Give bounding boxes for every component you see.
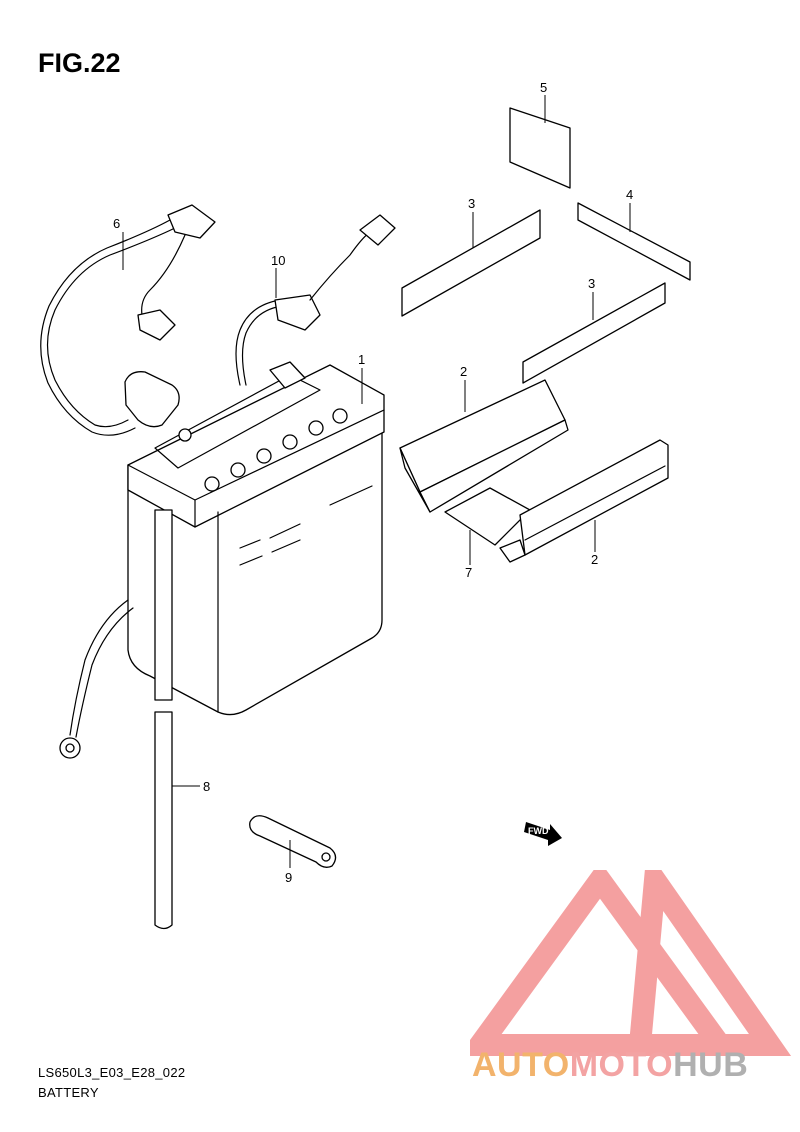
- part-4-pad: 4: [577, 187, 691, 281]
- part-3-pad-upper: 3: [401, 196, 541, 317]
- part-3-pad-lower: 3: [522, 276, 666, 384]
- diagram-code: LS650L3_E03_E28_022: [38, 1065, 186, 1080]
- callout-2a: 2: [460, 364, 467, 379]
- watermark-auto: AUTO: [472, 1046, 570, 1084]
- callout-3b: 3: [588, 276, 595, 291]
- part-10-lead: 6: [40, 204, 216, 436]
- callout-5: 7: [465, 565, 472, 580]
- callout-10: 6: [113, 216, 120, 231]
- part-8-strap: 9: [249, 815, 337, 885]
- part-6-pad: 5: [509, 80, 571, 189]
- watermark-moto: MOTO: [569, 1046, 674, 1084]
- automotohub-logo-icon: [470, 870, 792, 1056]
- diagram-caption: BATTERY: [38, 1085, 99, 1100]
- callout-7: 8: [203, 779, 210, 794]
- callout-2b: 2: [591, 552, 598, 567]
- watermark-text: AUTOMOTOHUB: [472, 1046, 748, 1085]
- part-1-battery: 1: [127, 352, 385, 716]
- callout-6: 5: [540, 80, 547, 95]
- negative-cable: [59, 599, 134, 759]
- callout-4: 4: [626, 187, 633, 202]
- figure-title: FIG.22: [38, 48, 121, 78]
- part-2-bracket-right: 2: [499, 439, 669, 567]
- callout-9: 10: [271, 253, 285, 268]
- part-7-tube: 8: [154, 509, 210, 930]
- fwd-label: FWD: [528, 826, 549, 836]
- watermark-hub: HUB: [673, 1046, 749, 1084]
- part-5-plate: 7: [444, 487, 531, 580]
- part-2-bracket-left: 2: [399, 364, 569, 513]
- callout-3a: 3: [468, 196, 475, 211]
- callout-1: 1: [358, 352, 365, 367]
- fwd-arrow-icon: FWD: [524, 822, 562, 846]
- callout-8: 9: [285, 870, 292, 885]
- part-9-lead: 10: [235, 214, 396, 389]
